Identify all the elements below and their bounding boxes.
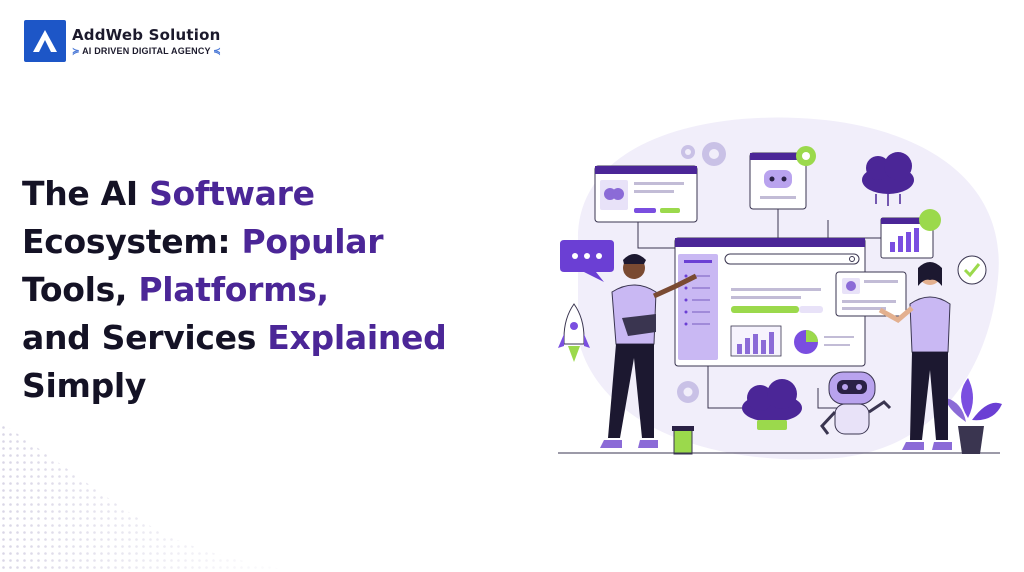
title-highlight: Explained	[267, 318, 447, 357]
wave-icon: ≼	[210, 45, 222, 56]
brand-tagline: AI DRIVEN DIGITAL AGENCY	[82, 45, 211, 56]
cloud-icon	[862, 152, 914, 194]
robot-icon	[820, 371, 892, 435]
brain-icon	[604, 188, 624, 200]
chat-bubble-icon	[560, 240, 614, 282]
title-text: Simply	[22, 366, 147, 405]
wave-icon: ≽	[72, 45, 83, 56]
search-icon	[849, 256, 855, 262]
coffee-cup-icon	[672, 426, 694, 455]
title-text: and Services	[22, 318, 268, 357]
bar-chart-card	[880, 217, 934, 259]
brain-icon	[846, 281, 856, 291]
title-text: Ecosystem:	[22, 222, 242, 261]
title-text: The AI	[22, 174, 150, 213]
laptop-icon	[622, 314, 656, 336]
checkmark-icon	[957, 255, 987, 285]
cloud-icon	[742, 379, 802, 422]
woman-figure	[878, 262, 952, 450]
robot-icon	[764, 170, 792, 188]
rocket-icon	[558, 303, 590, 362]
title-text: Tools,	[22, 270, 139, 309]
dot-pattern-decoration	[0, 382, 300, 572]
info-card	[835, 271, 907, 317]
bar-chart-icon	[890, 228, 919, 252]
title-highlight: Platforms,	[138, 270, 329, 309]
page-title: The AI Software Ecosystem: Popular Tools…	[22, 170, 542, 410]
gear-icon	[796, 146, 816, 166]
robot-card	[749, 152, 807, 210]
brain-card	[594, 165, 698, 223]
brand-logo[interactable]: AddWeb Solution ≽ AI DRIVEN DIGITAL AGEN…	[24, 20, 221, 62]
bar-chart-icon	[730, 325, 782, 357]
gear-icon	[677, 381, 699, 403]
brand-name: AddWeb Solution	[72, 25, 221, 44]
ai-ecosystem-illustration	[558, 117, 1002, 460]
pie-chart-icon	[794, 330, 818, 354]
browser-window	[674, 237, 866, 367]
status-dot	[919, 209, 941, 231]
plant-icon	[946, 378, 1002, 454]
logo-a-icon	[24, 20, 66, 62]
gear-icon	[681, 142, 726, 166]
title-highlight: Popular	[241, 222, 384, 261]
title-highlight: Software	[149, 174, 315, 213]
